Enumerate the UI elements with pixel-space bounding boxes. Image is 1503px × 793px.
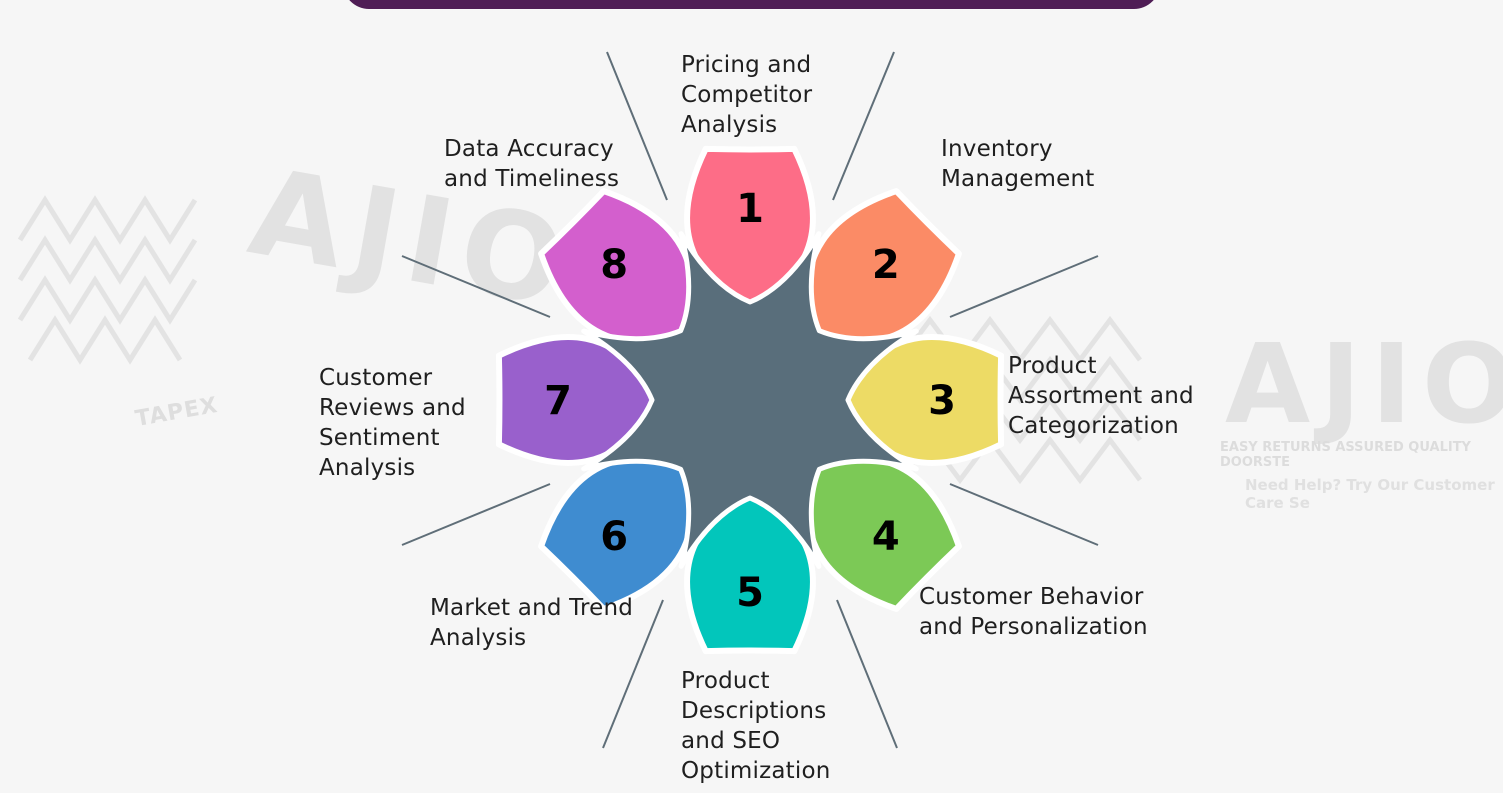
petal-number: 7 [544,378,572,424]
connector-line [401,255,551,318]
label-customer-reviews-sentiment: Customer Reviews and Sentiment Analysis [319,365,466,481]
label-market-trend-analysis: Market and Trend Analysis [430,595,634,651]
petal-number: 8 [600,242,628,288]
petal-assortment [842,334,1005,466]
petal-inventory [805,188,962,345]
center-star [581,231,919,569]
petal-reviews [495,334,658,466]
connector-line [606,51,668,201]
label-product-assortment-categorization: Product Assortment and Categorization [1008,353,1194,439]
connector-line [949,483,1099,546]
petal-behavior [805,455,962,612]
label-inventory-management: Inventory Management [941,136,1095,192]
header-bar [343,0,1160,9]
petal-number: 4 [872,514,900,560]
petal-descriptions [684,492,816,655]
connector-line [401,483,551,546]
petal-pricing [684,145,816,308]
petal-numbers: 1 2 3 4 5 6 7 8 [544,186,956,616]
petal-market [538,455,695,612]
petal-accuracy [538,188,695,345]
connector-lines [401,51,1099,749]
connector-line [832,51,895,201]
connector-line [602,599,664,749]
watermark-help-text: Need Help? Try Our Customer Care Se [1245,476,1495,512]
petals-group [495,145,1005,655]
watermark-brand-right: AJIO [1225,320,1503,448]
petal-number: 1 [736,186,764,232]
petal-number: 3 [928,378,956,424]
label-pricing-competitor-analysis: Pricing and Competitor Analysis [681,52,813,138]
connector-line [949,255,1099,318]
petal-number: 6 [600,514,628,560]
label-customer-behavior-personalization: Customer Behavior and Personalization [919,584,1148,640]
petal-number: 2 [872,242,900,288]
connector-line [836,599,898,749]
petal-number: 5 [736,570,764,616]
label-data-accuracy-timeliness: Data Accuracy and Timeliness [444,136,620,192]
label-product-descriptions-seo: Product Descriptions and SEO Optimizatio… [681,668,831,784]
watermark-tagline: EASY RETURNS ASSURED QUALITY DOORSTE [1220,440,1471,470]
